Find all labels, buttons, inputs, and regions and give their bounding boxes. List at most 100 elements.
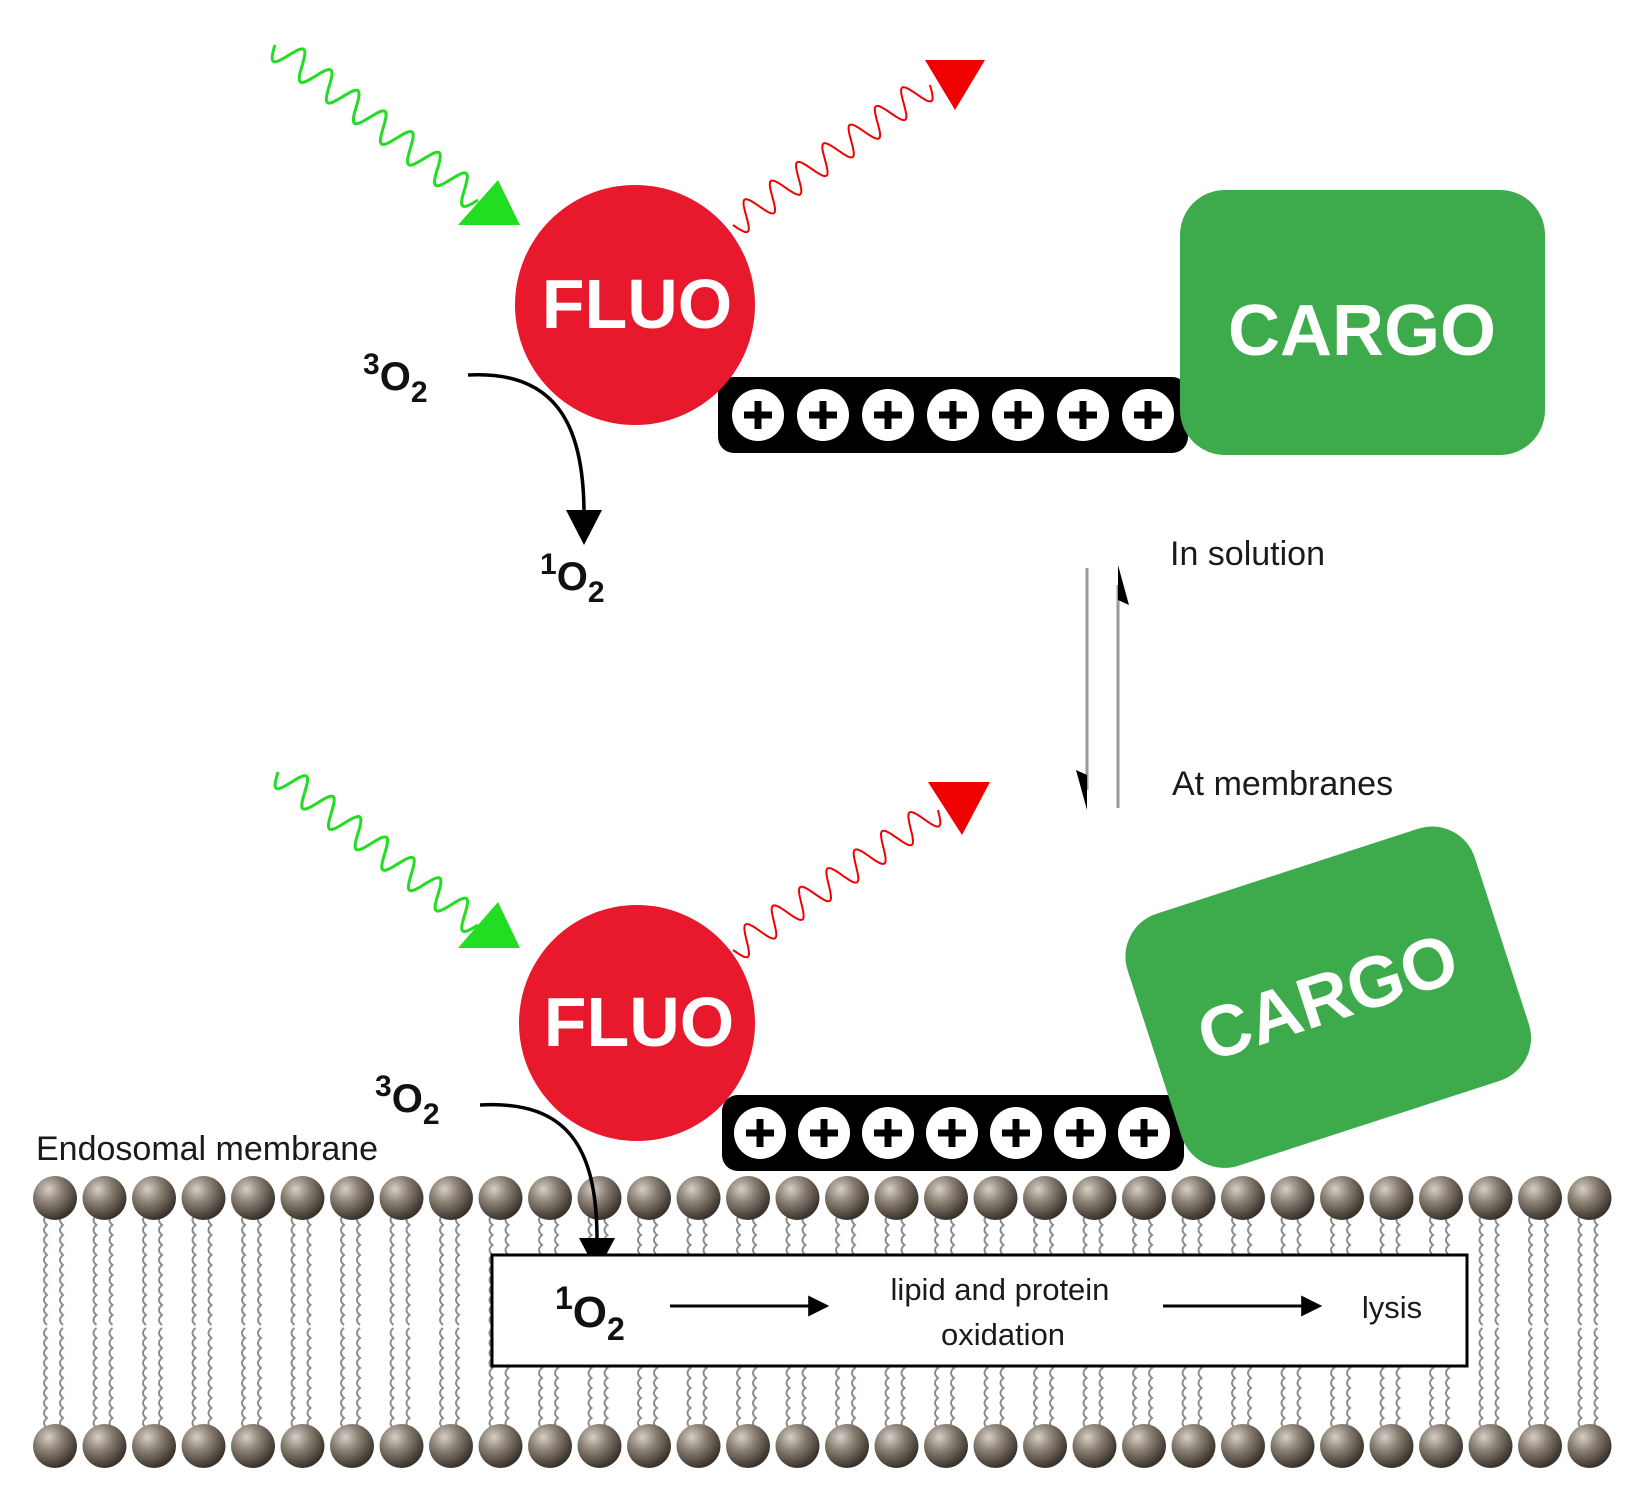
lipid-head bbox=[528, 1176, 572, 1220]
positive-charge bbox=[927, 389, 979, 441]
emission-arrowhead-top bbox=[925, 60, 985, 110]
lipid-head bbox=[627, 1176, 671, 1220]
fluorophore-bottom bbox=[519, 905, 755, 1141]
lipid-tail bbox=[439, 1214, 445, 1326]
lipid-head bbox=[181, 1424, 226, 1468]
lipid-head bbox=[676, 1176, 721, 1220]
lipid-head bbox=[825, 1176, 869, 1220]
positive-charge bbox=[732, 389, 784, 441]
lipid-head bbox=[1468, 1424, 1513, 1468]
lipid-bilayer bbox=[33, 1176, 1612, 1468]
excitation-wave-bottom bbox=[273, 771, 479, 934]
cargo-label-top: CARGO bbox=[1228, 291, 1496, 371]
plus-icon bbox=[874, 1119, 902, 1147]
lipid-head bbox=[924, 1424, 968, 1468]
lipid-tail bbox=[340, 1214, 346, 1326]
lipid-head bbox=[577, 1176, 622, 1220]
plus-icon bbox=[939, 401, 967, 429]
emission-wave-top bbox=[732, 84, 934, 234]
lipid-heads-bottom bbox=[33, 1424, 1612, 1468]
cargo-shape-bottom bbox=[1125, 826, 1532, 1168]
lipid-head bbox=[1320, 1424, 1364, 1468]
lipid-head bbox=[627, 1424, 671, 1468]
lipid-tail bbox=[356, 1327, 362, 1429]
fluo-label-top: FLUO bbox=[542, 265, 733, 343]
lipid-tail bbox=[306, 1327, 313, 1429]
lipid-head bbox=[132, 1424, 176, 1468]
plus-icon bbox=[1066, 1119, 1094, 1147]
singlet-oxygen-bottom: 1O2 bbox=[555, 1280, 625, 1347]
lipid-head bbox=[874, 1424, 919, 1468]
lipid-head bbox=[1221, 1176, 1265, 1220]
lipid-head bbox=[775, 1424, 820, 1468]
lipid-tail bbox=[207, 1327, 214, 1429]
positive-charge bbox=[926, 1107, 978, 1159]
positive-charge bbox=[734, 1107, 786, 1159]
lipid-tail bbox=[59, 1214, 65, 1326]
lipid-head bbox=[1320, 1176, 1364, 1220]
lipid-head bbox=[577, 1424, 622, 1468]
positive-charge bbox=[1122, 389, 1174, 441]
lipid-tail bbox=[488, 1327, 495, 1429]
lipid-tail bbox=[455, 1327, 461, 1429]
lipid-tail bbox=[340, 1327, 346, 1429]
lipid-tail bbox=[439, 1327, 445, 1429]
oxygen-conversion-arrow-bottom bbox=[479, 1102, 599, 1246]
cargo-block-top bbox=[1180, 190, 1545, 455]
lipid-head bbox=[33, 1176, 77, 1220]
lipid-tail bbox=[158, 1214, 164, 1326]
positive-charge bbox=[990, 1107, 1042, 1159]
lysis-label: lysis bbox=[1362, 1290, 1422, 1325]
fluo-label-bottom: FLUO bbox=[544, 983, 735, 1061]
lipid-tail bbox=[142, 1327, 148, 1429]
at-membranes-label: At membranes bbox=[1172, 765, 1393, 803]
lipid-head bbox=[1419, 1176, 1463, 1220]
lipid-tail bbox=[92, 1214, 99, 1326]
lipid-tail bbox=[158, 1327, 164, 1429]
lipid-head bbox=[924, 1176, 968, 1220]
lipid-tail bbox=[306, 1214, 313, 1326]
lipid-tail bbox=[1478, 1327, 1485, 1429]
cargo-block-bottom: CARGO bbox=[1125, 826, 1532, 1168]
lipid-head bbox=[429, 1424, 473, 1468]
lipid-tail bbox=[1593, 1214, 1600, 1326]
lipid-head bbox=[1518, 1424, 1562, 1468]
lipid-head bbox=[973, 1176, 1018, 1220]
lipid-head bbox=[1221, 1424, 1265, 1468]
lipid-head bbox=[429, 1176, 473, 1220]
lipid-tail bbox=[191, 1214, 198, 1326]
lipid-head bbox=[33, 1424, 77, 1468]
lipid-head bbox=[280, 1176, 325, 1220]
lipid-tail bbox=[207, 1214, 214, 1326]
lipid-tail bbox=[257, 1214, 263, 1326]
lipid-tail bbox=[1478, 1214, 1485, 1326]
plus-icon bbox=[809, 401, 837, 429]
lipid-head bbox=[1072, 1424, 1117, 1468]
lipid-head bbox=[1369, 1424, 1414, 1468]
up-arrow-head bbox=[1118, 565, 1129, 605]
oxygen-conversion-arrowhead-top bbox=[566, 510, 602, 545]
plus-icon bbox=[744, 401, 772, 429]
lipid-head bbox=[1171, 1424, 1216, 1468]
lipid-head bbox=[775, 1176, 820, 1220]
lipid-tail bbox=[257, 1327, 263, 1429]
lipid-tail bbox=[1593, 1327, 1600, 1429]
lipid-head bbox=[1023, 1424, 1067, 1468]
lipid-tail bbox=[405, 1214, 412, 1326]
plus-icon bbox=[938, 1119, 966, 1147]
lipid-head bbox=[330, 1176, 374, 1220]
positive-charge bbox=[862, 1107, 914, 1159]
lipid-tail bbox=[1528, 1214, 1534, 1326]
lipid-tail bbox=[405, 1327, 412, 1429]
lipid-head bbox=[528, 1424, 572, 1468]
lipid-head bbox=[874, 1176, 919, 1220]
lipid-tail bbox=[1494, 1214, 1501, 1326]
lipid-tail bbox=[389, 1327, 396, 1429]
oxidation-cascade-box: 1O2 lipid and protein oxidation lysis bbox=[490, 1253, 1469, 1368]
positive-charge bbox=[1118, 1107, 1170, 1159]
lipid-tail bbox=[108, 1214, 115, 1326]
lipid-head bbox=[726, 1176, 770, 1220]
lipid-tail bbox=[1544, 1327, 1550, 1429]
lipid-head bbox=[973, 1424, 1018, 1468]
